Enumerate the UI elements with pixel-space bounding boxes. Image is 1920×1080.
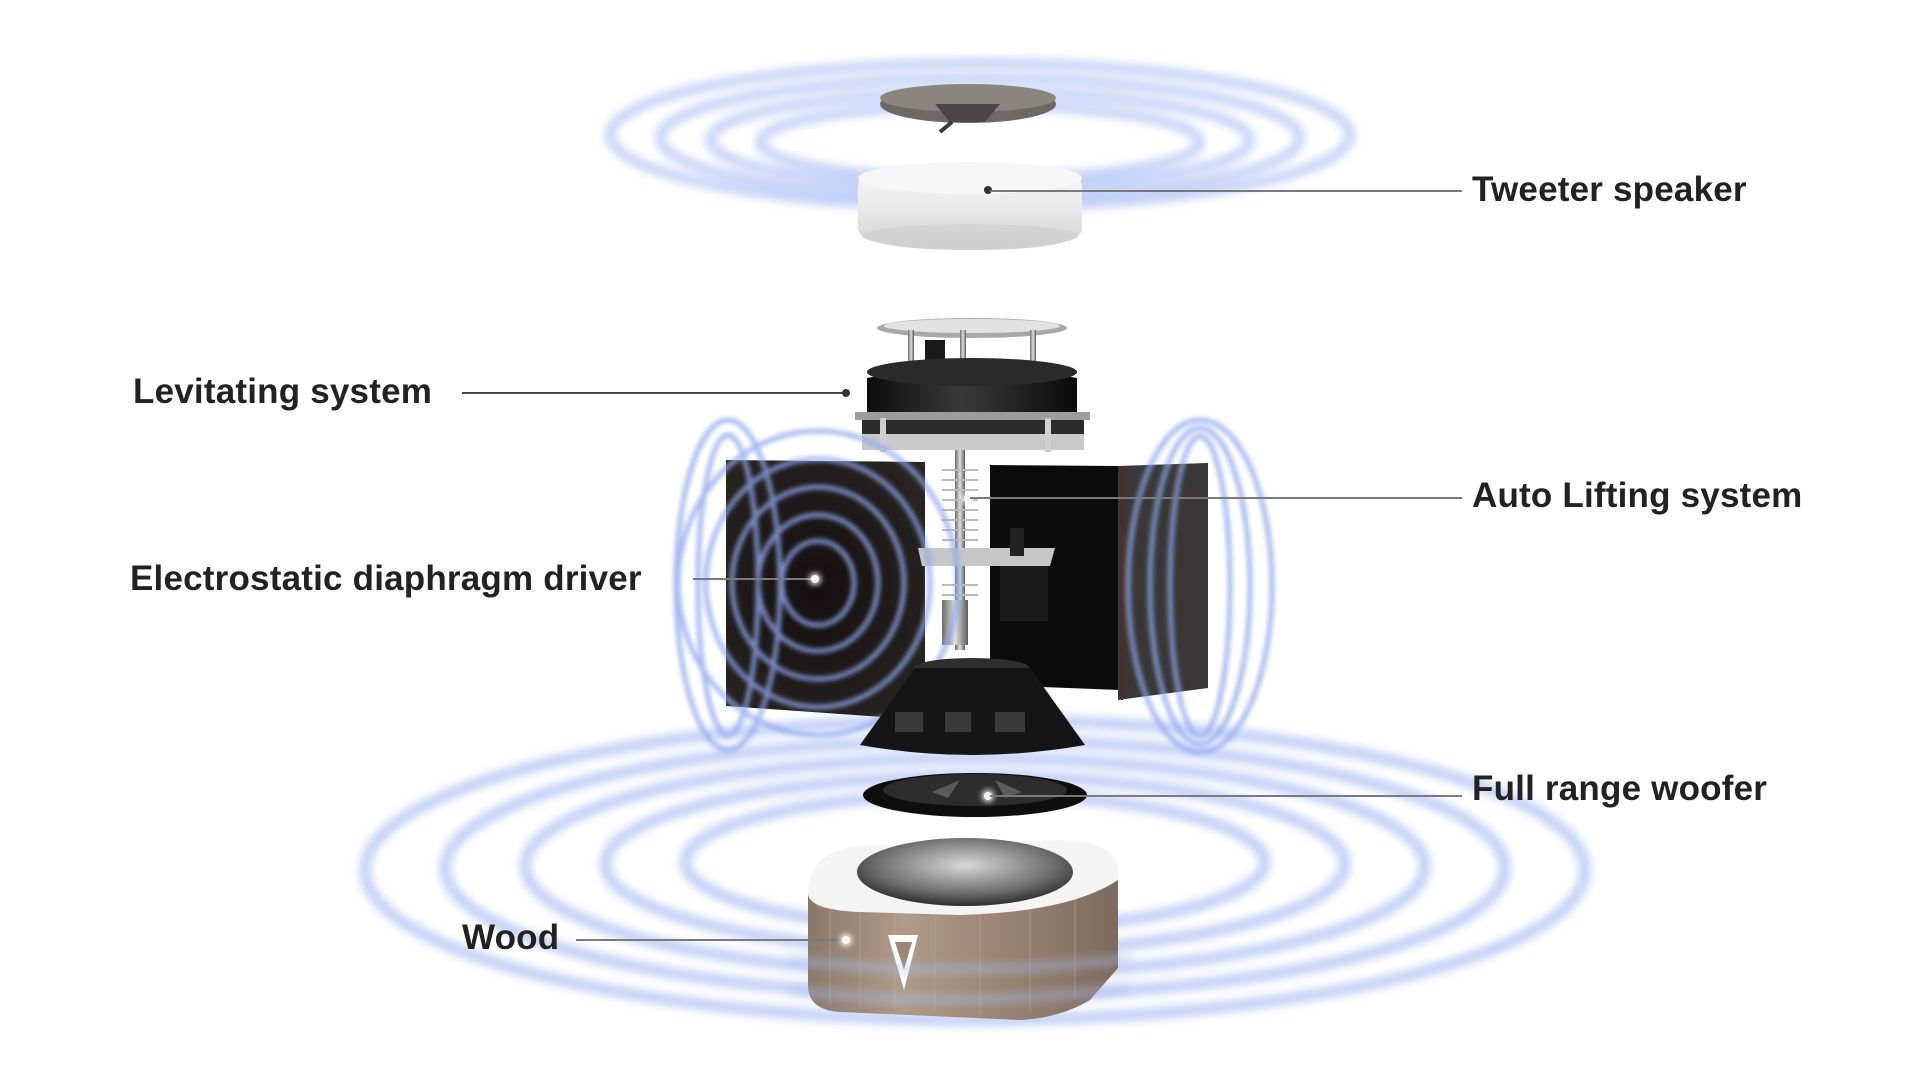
levitating-callout-dot [842, 389, 850, 397]
woofer-basket [860, 658, 1085, 755]
levitating-system [855, 318, 1090, 452]
levitating-callout-line [462, 392, 844, 394]
auto-lifting-callout-dot [964, 494, 972, 502]
auto-lifting-callout-line [970, 497, 1462, 499]
tweeter-callout-dot [984, 186, 992, 194]
full-range-woofer [863, 773, 1087, 817]
wood-callout-line [576, 939, 844, 941]
panel-sound-waves [673, 417, 1275, 755]
label-electrostatic-diaphragm-driver: Electrostatic diaphragm driver [130, 559, 642, 598]
tweeter-callout-line [990, 190, 1462, 192]
wood-callout-dot [842, 936, 850, 944]
label-auto-lifting-system: Auto Lifting system [1472, 476, 1803, 515]
label-levitating-system: Levitating system [133, 372, 433, 411]
wood-base [808, 838, 1118, 1020]
woofer-callout-dot [984, 792, 992, 800]
electrostatic-callout-dot [811, 575, 819, 583]
label-wood: Wood [462, 918, 560, 957]
tweeter-cone [880, 84, 1056, 134]
woofer-callout-line [990, 795, 1462, 797]
label-tweeter-speaker: Tweeter speaker [1472, 170, 1747, 209]
electrostatic-callout-line [693, 578, 813, 580]
electrostatic-panel-right [990, 463, 1208, 700]
tweeter-housing [858, 162, 1082, 250]
label-full-range-woofer: Full range woofer [1472, 769, 1768, 808]
